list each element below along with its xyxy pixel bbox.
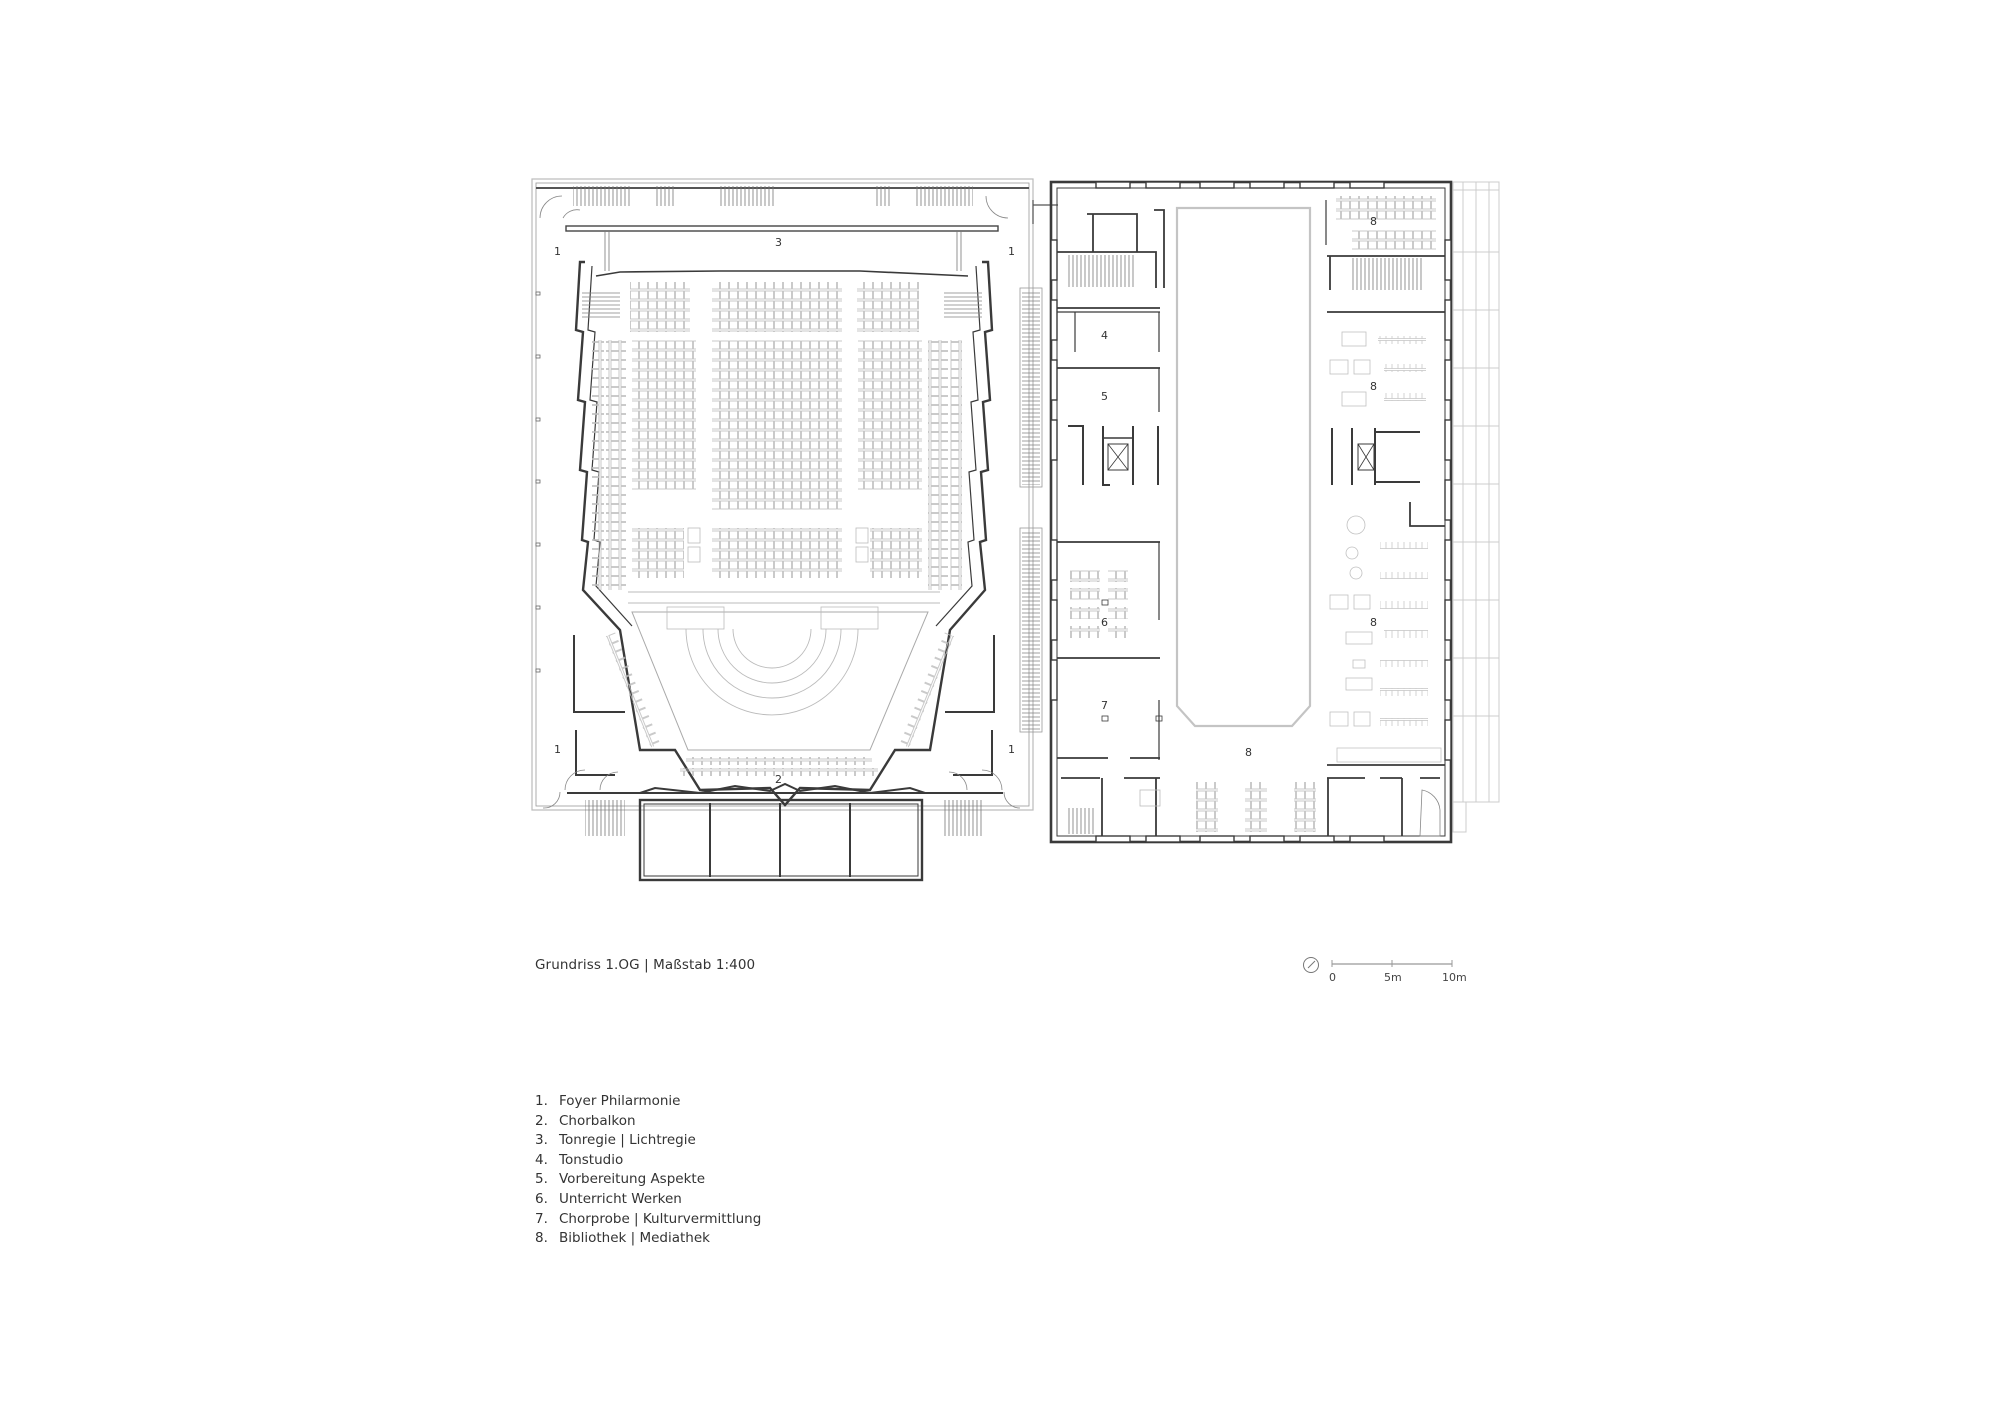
- room-label-bibliothek-e1: 8: [1370, 380, 1377, 393]
- legend-item: 5.Vorbereitung Aspekte: [535, 1171, 706, 1188]
- room-label-tonstudio: 4: [1101, 329, 1108, 342]
- room-label-bibliothek-s: 8: [1245, 746, 1252, 759]
- room-label-chorbalkon: 2: [775, 773, 782, 786]
- room-legend: 1.Foyer Philarmonie 2.Chorbalkon 3.Tonre…: [535, 1092, 761, 1249]
- room-label-bibliothek-ne: 8: [1370, 215, 1377, 228]
- drawing-title: Grundriss 1.OG | Maßstab 1:400: [535, 957, 756, 973]
- philharmonie-building: [531, 178, 1058, 882]
- room-label-foyer-ne: 1: [1008, 245, 1015, 258]
- room-label-foyer-nw: 1: [554, 245, 561, 258]
- room-label-unterricht: 6: [1101, 616, 1108, 629]
- legend-item: 4.Tonstudio: [535, 1151, 624, 1168]
- room-label-foyer-sw: 1: [554, 743, 561, 756]
- legend-item: 1.Foyer Philarmonie: [535, 1093, 681, 1109]
- room-label-chorprobe: 7: [1101, 699, 1108, 712]
- room-label-foyer-se: 1: [1008, 743, 1015, 756]
- scale-tick-5m: 5m: [1384, 971, 1402, 984]
- north-arrow-icon: [1303, 957, 1453, 973]
- legend-item: 7.Chorprobe | Kulturvermittlung: [535, 1210, 762, 1227]
- legend-item: 2.Chorbalkon: [535, 1112, 636, 1129]
- legend-item: 8.Bibliothek | Mediathek: [535, 1230, 710, 1247]
- scale-tick-0: 0: [1329, 971, 1336, 984]
- library-building: [1049, 180, 1500, 844]
- scale-bar: 0 5m 10m: [1300, 954, 1480, 994]
- legend-item: 6.Unterricht Werken: [535, 1190, 682, 1207]
- room-label-tonregie: 3: [775, 236, 782, 249]
- scale-tick-10m: 10m: [1442, 971, 1467, 984]
- room-label-bibliothek-e2: 8: [1370, 616, 1377, 629]
- room-label-vorbereitung: 5: [1101, 390, 1108, 403]
- legend-item: 3.Tonregie | Lichtregie: [535, 1132, 696, 1149]
